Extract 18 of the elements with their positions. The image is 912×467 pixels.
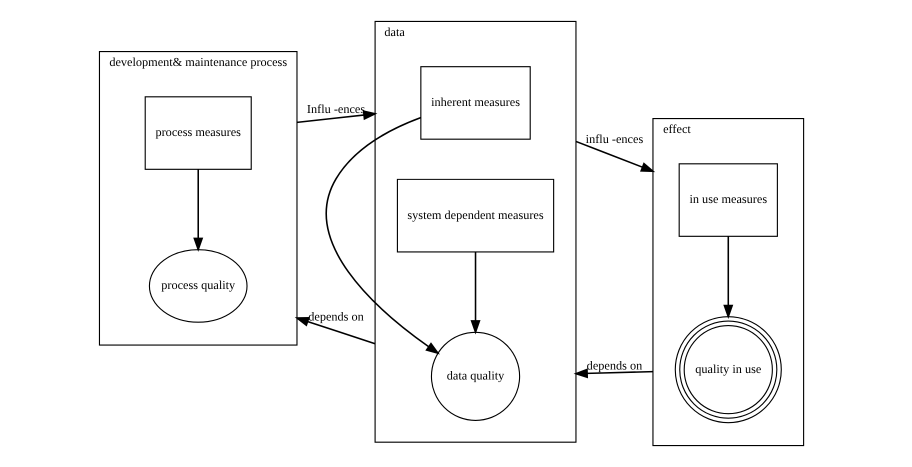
arrow xyxy=(576,140,656,172)
arrow xyxy=(296,110,378,124)
node-box: system dependent measures xyxy=(396,178,554,252)
node-circle: quality in use xyxy=(674,316,782,424)
edge-label: depends on xyxy=(308,309,364,324)
edge-label: depends on xyxy=(586,358,642,372)
node-box: process measures xyxy=(144,96,252,170)
node-box: inherent measures xyxy=(420,66,531,140)
edge-label: influ -ences xyxy=(586,132,644,146)
node-circle: data quality xyxy=(430,332,520,421)
arrow xyxy=(326,116,440,354)
arrow xyxy=(470,252,481,334)
arrow xyxy=(723,236,734,319)
node-ellipse: process quality xyxy=(148,249,248,323)
arrow xyxy=(193,169,204,252)
arrow xyxy=(294,317,376,344)
node-box: in use measures xyxy=(678,163,778,237)
arrow xyxy=(574,368,653,378)
